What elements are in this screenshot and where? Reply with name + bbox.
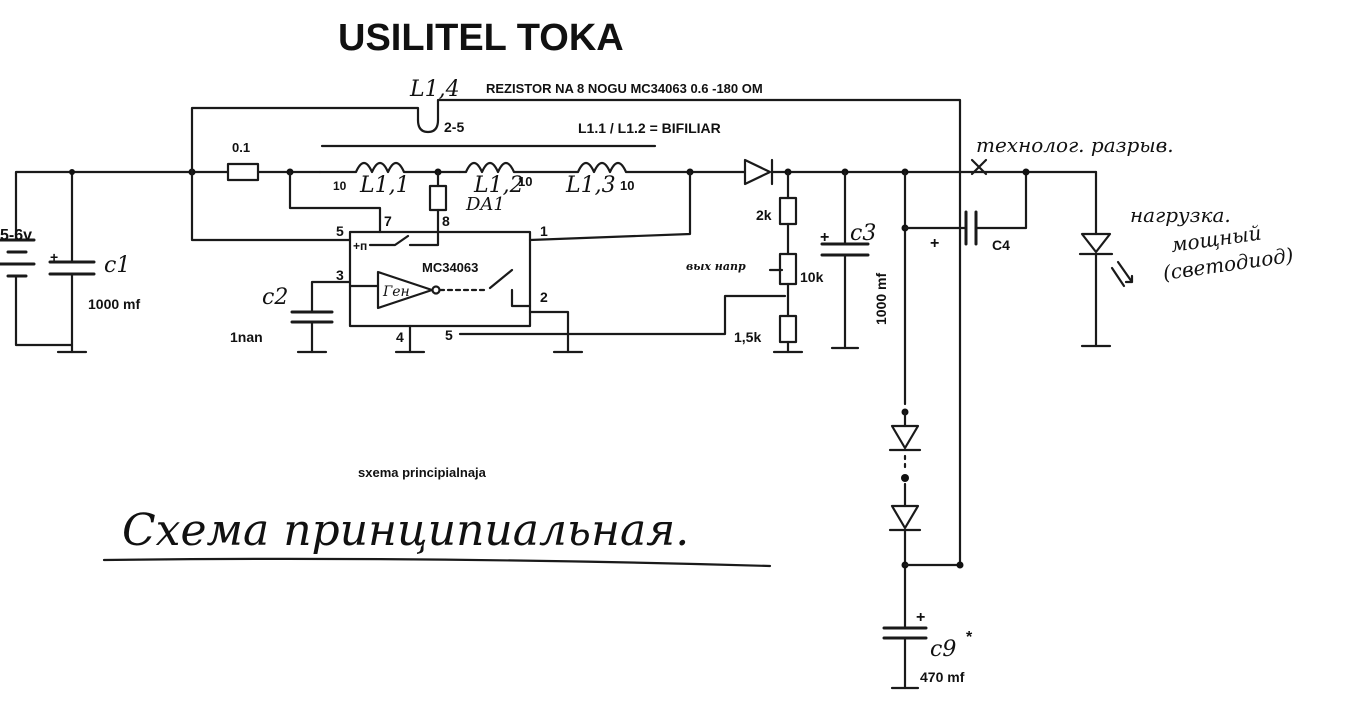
svg-text:+: + [820,229,829,246]
l1-4-turns: 2-5 [444,119,464,135]
l1-1-name: L1,1 [359,173,410,198]
c4-label: C4 [992,237,1010,253]
svg-text:+: + [50,249,58,265]
svg-text:+: + [916,609,925,626]
generator-block [376,270,434,310]
c1-name: c1 [104,253,130,278]
c3-name: c3 [850,221,876,246]
resistor-1-5k [778,314,798,344]
pin-5: 5 [445,327,453,343]
tech-gap-label: технолог. разрыв. [976,133,1174,157]
l1-1-turns: 10 [333,179,347,193]
pin-4: 4 [396,329,404,345]
gen-label: Ген [382,284,410,300]
vykh-napr-label: вых напр [686,260,746,273]
bifiliar-note: L1.1 / L1.2 = BIFILIAR [578,120,721,136]
pin-1: 1 [540,223,548,239]
resistor-pin8 [428,184,448,212]
c9-value: 470 mf [920,669,965,685]
l1-4-name: L1,4 [409,77,460,102]
schema-subtitle: sxema principialnaja [358,465,487,480]
r15k-label: 1,5k [734,329,761,345]
load-label-1: нагрузка. [1130,203,1231,227]
inductor-l1-2 [458,161,572,174]
handwritten-subtitle: Схема принципиальная. [122,505,689,556]
inductor-l1-4 [190,98,962,567]
svg-text:+: + [930,235,939,252]
tech-gap-mark [970,158,988,176]
source-voltage-label: 5-6v [0,227,32,244]
pin-8: 8 [442,213,450,229]
l1-3-turns: 10 [620,178,634,193]
led-load [1078,232,1134,288]
l1-2-turns: 10 [518,174,532,189]
pin-plus-label: +п [353,239,367,253]
l1-3-name: L1,3 [565,173,616,198]
diode-lower-2 [888,504,922,532]
c9-mark: * [966,629,973,646]
c2-value: 1nan [230,329,263,345]
ic-name: MC34063 [422,260,478,275]
inductor-l1-3 [568,161,747,174]
inductor-l1-1 [318,161,462,174]
c3-value: 1000 mf [873,273,889,325]
l1-2-name: L1,2 [473,173,524,198]
diagram-title: USILITEL TOKA [338,17,624,59]
diode-lower-1 [888,424,922,452]
battery [0,170,74,347]
c9-name: c9 [930,637,956,662]
diode-main [743,158,774,186]
capacitor-c1: + [48,170,96,354]
r-sense-label: 0.1 [232,140,250,155]
resistor-note: REZISTOR NA 8 NOGU MC34063 0.6 -180 OM [486,81,763,96]
c2-name: c2 [262,285,288,310]
r10k-label: 10k [800,269,824,285]
da1-label: DA1 [465,194,505,215]
resistor-2k [778,196,798,226]
pin-3: 3 [336,267,344,283]
pin-7: 7 [384,213,392,229]
resistor-0-1 [226,162,260,182]
r2k-label: 2k [756,207,772,223]
pin-2: 2 [540,289,548,305]
c1-value: 1000 mf [88,296,140,312]
ic-mc34063 [348,230,532,328]
pin-6: 5 [336,223,344,239]
